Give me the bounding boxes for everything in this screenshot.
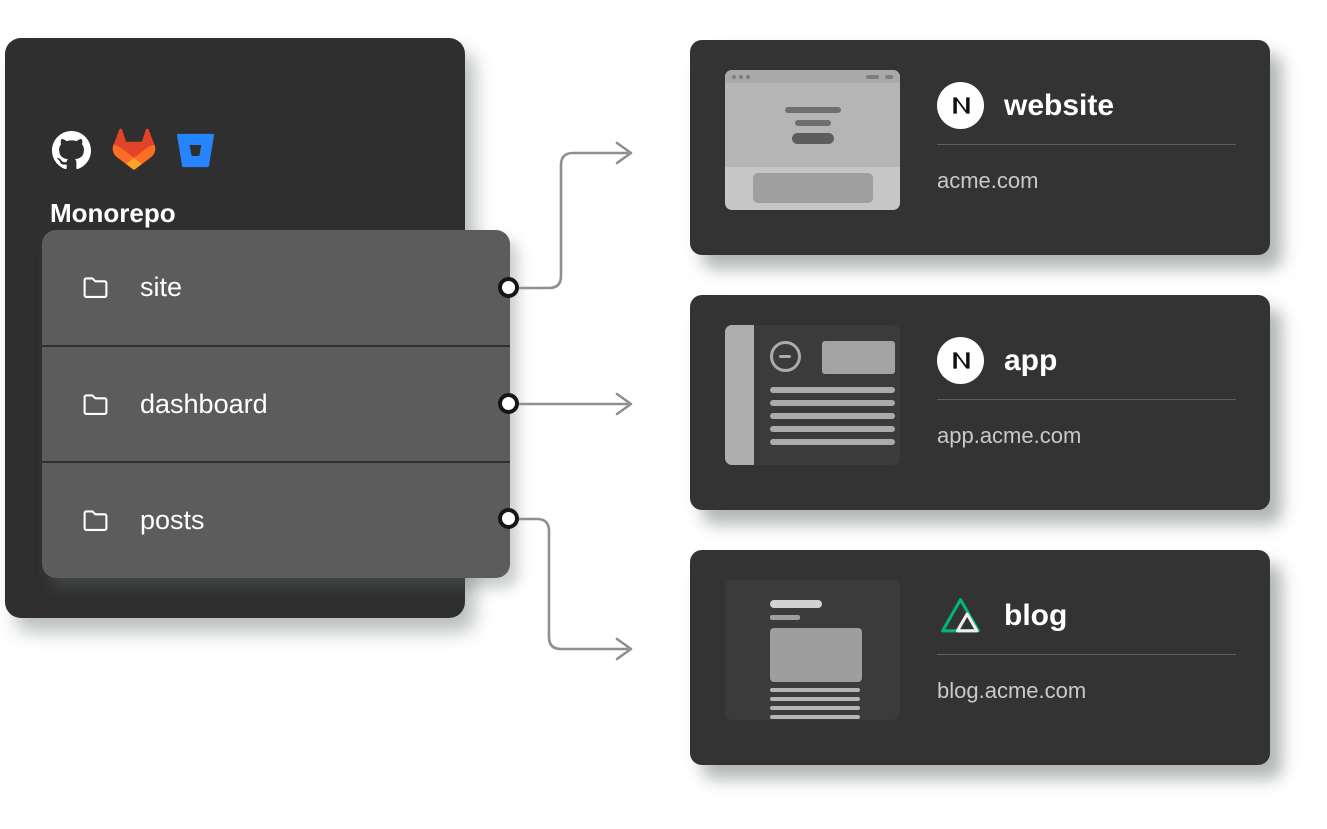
deployment-domain: acme.com	[937, 168, 1039, 193]
image-placeholder	[770, 628, 862, 682]
divider	[937, 144, 1236, 145]
provider-icons	[52, 126, 214, 174]
arrowhead-site	[615, 141, 633, 165]
content-block-placeholder	[752, 173, 873, 203]
folder-label: dashboard	[140, 388, 268, 419]
avatar-placeholder	[770, 341, 801, 372]
deployment-card-website: website acme.com	[690, 40, 1270, 255]
nextjs-icon	[937, 82, 984, 129]
divider	[937, 399, 1236, 400]
deployment-domain: app.acme.com	[937, 423, 1082, 448]
deployment-header: website	[937, 82, 1114, 129]
folder-icon	[79, 506, 112, 535]
arrow-site-to-website	[517, 151, 629, 290]
deployment-card-app: app app.acme.com	[690, 295, 1270, 510]
bitbucket-icon	[177, 132, 214, 169]
deployment-header: app	[937, 337, 1057, 384]
subheading-placeholder	[770, 615, 800, 620]
folder-row-posts: posts	[42, 461, 510, 578]
connector-dot-site	[498, 277, 519, 298]
app-preview-thumbnail	[725, 325, 900, 465]
deployment-title: blog	[1004, 598, 1068, 632]
website-preview-thumbnail	[725, 70, 900, 210]
deployment-card-blog: blog blog.acme.com	[690, 550, 1270, 765]
nuxt-icon	[937, 592, 984, 639]
folder-row-site: site	[42, 230, 510, 345]
folder-icon	[79, 390, 112, 419]
deployment-title: website	[1004, 88, 1115, 122]
monorepo-title: Monorepo	[50, 198, 176, 228]
folder-label: posts	[140, 505, 205, 536]
text-lines-placeholder	[770, 387, 895, 445]
divider	[937, 654, 1236, 655]
panel-placeholder	[822, 341, 895, 374]
nextjs-icon	[937, 337, 984, 384]
text-lines-placeholder	[770, 688, 860, 719]
hero-placeholder	[725, 83, 900, 167]
arrow-posts-to-blog	[517, 517, 629, 651]
folders-panel: site dashboard posts	[42, 230, 510, 578]
arrowhead-dashboard	[615, 392, 633, 416]
gitlab-icon	[111, 127, 157, 173]
connector-dot-posts	[498, 508, 519, 529]
connector-dot-dashboard	[498, 393, 519, 414]
github-icon	[52, 130, 91, 170]
folder-label: site	[140, 271, 183, 302]
folder-row-dashboard: dashboard	[42, 344, 510, 462]
arrowhead-posts	[615, 637, 633, 661]
heading-placeholder	[770, 600, 822, 608]
deployment-title: app	[1004, 343, 1058, 377]
blog-preview-thumbnail	[725, 580, 900, 720]
browser-chrome-bar	[725, 70, 900, 83]
deployment-header: blog	[937, 592, 1067, 639]
folder-icon	[79, 273, 112, 302]
deployment-domain: blog.acme.com	[937, 678, 1087, 703]
sidebar-placeholder	[725, 325, 754, 465]
